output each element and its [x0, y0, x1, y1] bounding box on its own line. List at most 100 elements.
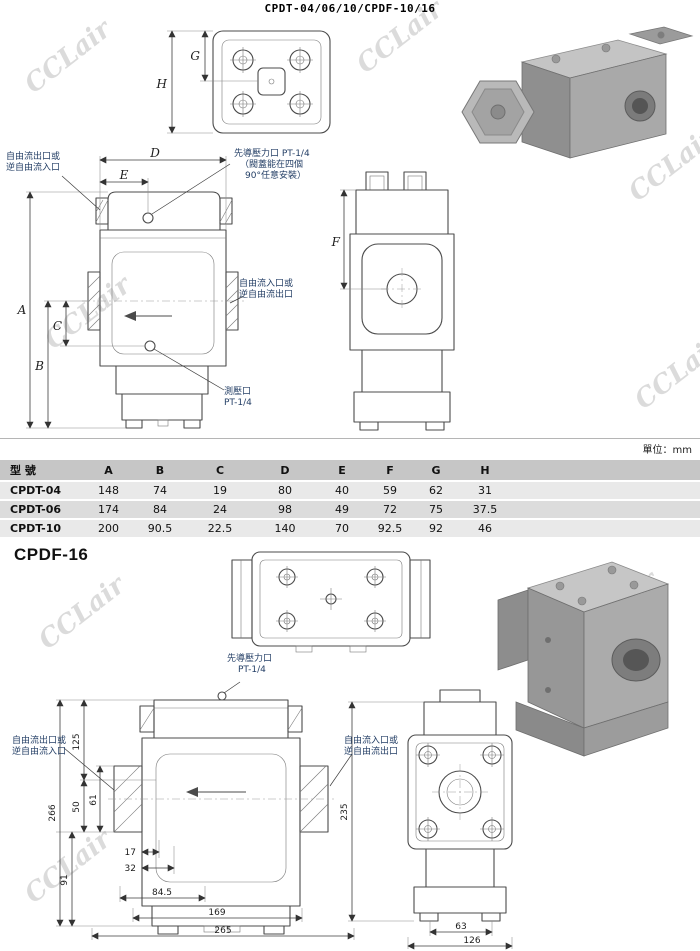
header-model: 型 號	[10, 464, 36, 477]
annotation-free-inlet-16: 自由流入口或 逆自由流出口	[344, 736, 398, 758]
header-C: C	[215, 463, 225, 477]
header-D: D	[280, 463, 290, 477]
cell: 92.5	[377, 522, 403, 535]
cell: 92	[429, 522, 443, 535]
pilot-port-circle	[142, 212, 154, 224]
dim-label-B: B	[34, 359, 44, 373]
bolt-hole	[276, 610, 298, 632]
cpdt-side-view: F	[331, 171, 455, 431]
cell: 31	[478, 484, 492, 497]
dim-265: 265	[214, 926, 231, 936]
bolt-hole	[480, 743, 504, 767]
annotation-line: 自由流入口或	[344, 736, 399, 746]
leader-pilot16	[223, 681, 241, 694]
dim-label-G: G	[190, 49, 200, 63]
annotation-line: 逆自由流入口	[6, 163, 61, 173]
annotation-line: （閥蓋能在四個	[240, 160, 304, 170]
section-title-cpdf16: CPDF-16	[14, 545, 89, 564]
cell: 70	[335, 522, 349, 535]
dim-235: 235	[340, 803, 350, 820]
cell: 140	[274, 522, 296, 535]
cell: 75	[429, 503, 443, 516]
annotation-line: PT-1/4	[238, 665, 266, 675]
cell: 98	[278, 503, 292, 516]
annotation-line: 逆自由流出口	[344, 747, 399, 757]
bolt-hole	[287, 91, 313, 117]
bolt-hole	[416, 743, 440, 767]
cell-model: CPDT-04	[10, 484, 62, 497]
bolt-hole	[230, 47, 256, 73]
table-row-cpdt10: CPDT-10 200 90.5 22.5 140 70 92.5 92 46	[0, 520, 700, 537]
leader-free-out16	[63, 747, 115, 791]
cpdf16-side-view: 235 63 126	[340, 689, 513, 950]
dim-126: 126	[463, 936, 480, 946]
cpdf16-front-view: 266 125 50 61 91 17 32 84.5 169 26	[48, 681, 355, 940]
annotation-pilot-port-16: 先導壓力口 PT-1/4	[227, 654, 272, 676]
cell: 74	[153, 484, 167, 497]
annotation-free-outlet-16: 自由流出口或 逆自由流入口	[12, 736, 66, 758]
header-B: B	[155, 463, 165, 477]
bolt-hole	[364, 566, 386, 588]
leader-free-out	[61, 175, 101, 211]
gauge-port-circle	[144, 340, 156, 352]
annotation-line: 90°任意安裝）	[245, 171, 306, 181]
dimension-table: 型 號 A B C D E F G H CPDT-04 148 74 19	[0, 458, 700, 539]
dim-17: 17	[125, 848, 136, 858]
dim-label-H: H	[156, 77, 168, 91]
unit-label: 單位：mm	[642, 445, 692, 456]
annotation-line: 先導壓力口 PT-1/4	[234, 149, 310, 159]
cell: 200	[98, 522, 119, 535]
cell-filler	[511, 520, 700, 537]
leader-gauge	[153, 348, 225, 391]
annotation-gauge-port: 測壓口 PT-1/4	[224, 387, 252, 409]
cell-filler	[511, 501, 700, 518]
annotation-line: 自由流出口或	[12, 736, 67, 746]
header-filler	[511, 460, 700, 480]
dim-125: 125	[72, 733, 82, 750]
dim-50: 50	[72, 801, 82, 813]
annotation-line: 自由流出口或	[6, 152, 61, 162]
header-G: G	[431, 463, 441, 477]
bolt-hole	[287, 47, 313, 73]
cell: 46	[478, 522, 492, 535]
header-A: A	[104, 463, 113, 477]
table-header-row: 型 號 A B C D E F G H	[0, 460, 700, 480]
cell: 90.5	[147, 522, 173, 535]
bolt-hole	[480, 817, 504, 841]
header-F: F	[386, 463, 394, 477]
dim-label-D: D	[149, 146, 160, 160]
cell-model: CPDT-10	[10, 522, 62, 535]
bolt-hole	[364, 610, 386, 632]
dim-label-F: F	[331, 235, 341, 249]
annotation-line: 逆自由流入口	[12, 747, 67, 757]
cpdt-front-view: D E A C B	[17, 146, 245, 429]
dimension-table-area: 單位：mm 型 號 A B C D E F G H	[0, 438, 700, 539]
cell: 22.5	[207, 522, 233, 535]
table-row-cpdt04: CPDT-04 148 74 19 80 40 59 62 31	[0, 482, 700, 499]
cell: 19	[213, 484, 227, 497]
dim-label-A: A	[17, 303, 27, 317]
dim-63: 63	[455, 922, 466, 932]
leader-free-in16	[329, 753, 353, 787]
cell: 49	[335, 503, 349, 516]
cell: 148	[98, 484, 119, 497]
dim-61: 61	[89, 794, 99, 805]
cell: 24	[213, 503, 227, 516]
dim-169: 169	[208, 908, 225, 918]
table-row-cpdt06: CPDT-06 174 84 24 98 49 72 75 37.5	[0, 501, 700, 518]
annotation-free-inlet: 自由流入口或 逆自由流出口	[239, 279, 293, 301]
cell-model: CPDT-06	[10, 503, 62, 516]
cell: 62	[429, 484, 443, 497]
cell-filler	[511, 482, 700, 499]
dim-32: 32	[125, 864, 136, 874]
annotation-pilot-port: 先導壓力口 PT-1/4 （閥蓋能在四個 90°任意安裝）	[234, 149, 310, 182]
cpdf16-top-view	[231, 551, 431, 653]
dim-label-E: E	[119, 168, 129, 182]
dim-label-C: C	[53, 319, 62, 333]
leader-pilot	[151, 163, 231, 215]
cell: 80	[278, 484, 292, 497]
header-E: E	[338, 463, 346, 477]
cell: 59	[383, 484, 397, 497]
